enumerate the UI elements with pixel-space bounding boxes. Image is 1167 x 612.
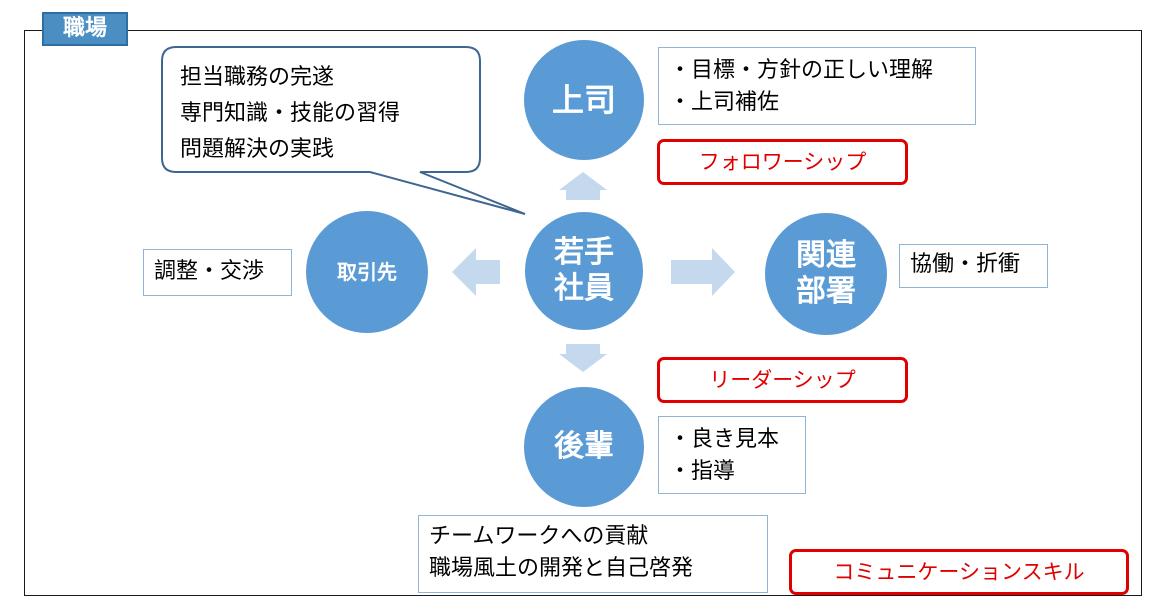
box-boss-roles: ・目標・方針の正しい理解 ・上司補佐 xyxy=(658,47,976,125)
speech-bubble xyxy=(161,46,526,215)
bubble-line: 担当職務の完遂 xyxy=(180,65,335,90)
box-line: 協働・折衝 xyxy=(910,252,1021,277)
box-client-roles: 調整・交渉 xyxy=(143,249,292,296)
box-line: 調整・交渉 xyxy=(154,259,265,284)
skill-followership: フォロワーシップ xyxy=(657,139,908,185)
node-related-dept: 関連 部署 xyxy=(765,213,887,335)
box-dept-roles: 協働・折衝 xyxy=(899,244,1048,288)
skill-communication: コミュニケーションスキル xyxy=(789,549,1129,595)
node-young-employee: 若手 社員 xyxy=(525,212,643,330)
box-line: チームワークへの貢献 xyxy=(429,524,649,549)
arrow-up xyxy=(559,172,607,200)
node-junior: 後輩 xyxy=(524,387,644,507)
bubble-text: 担当職務の完遂 専門知識・技能の習得 問題解決の実践 xyxy=(180,60,400,168)
box-line: 職場風土の開発と自己啓発 xyxy=(429,556,694,581)
bubble-line: 問題解決の実践 xyxy=(180,137,335,162)
bubble-line: 専門知識・技能の習得 xyxy=(180,101,401,126)
box-junior-roles: ・良き見本 ・指導 xyxy=(658,416,806,494)
box-line: ・上司補佐 xyxy=(669,90,780,115)
node-boss: 上司 xyxy=(524,40,644,160)
node-junior-label: 後輩 xyxy=(554,429,614,464)
box-team-roles: チームワークへの貢献 職場風土の開発と自己啓発 xyxy=(418,515,768,593)
box-line: ・目標・方針の正しい理解 xyxy=(669,58,934,83)
box-line: ・良き見本 xyxy=(669,427,780,452)
node-client: 取引先 xyxy=(306,211,428,333)
node-client-label: 取引先 xyxy=(337,260,397,284)
workplace-frame xyxy=(24,30,1142,596)
box-line: ・指導 xyxy=(669,459,736,484)
arrow-down xyxy=(559,344,607,372)
node-young-label: 若手 社員 xyxy=(554,235,614,306)
arrow-left xyxy=(452,248,500,296)
arrow-right xyxy=(671,248,735,296)
skill-leadership: リーダーシップ xyxy=(657,357,908,403)
node-boss-label: 上司 xyxy=(551,80,616,119)
node-dept-label: 関連 部署 xyxy=(796,238,856,309)
workplace-tag: 職場 xyxy=(42,12,128,46)
